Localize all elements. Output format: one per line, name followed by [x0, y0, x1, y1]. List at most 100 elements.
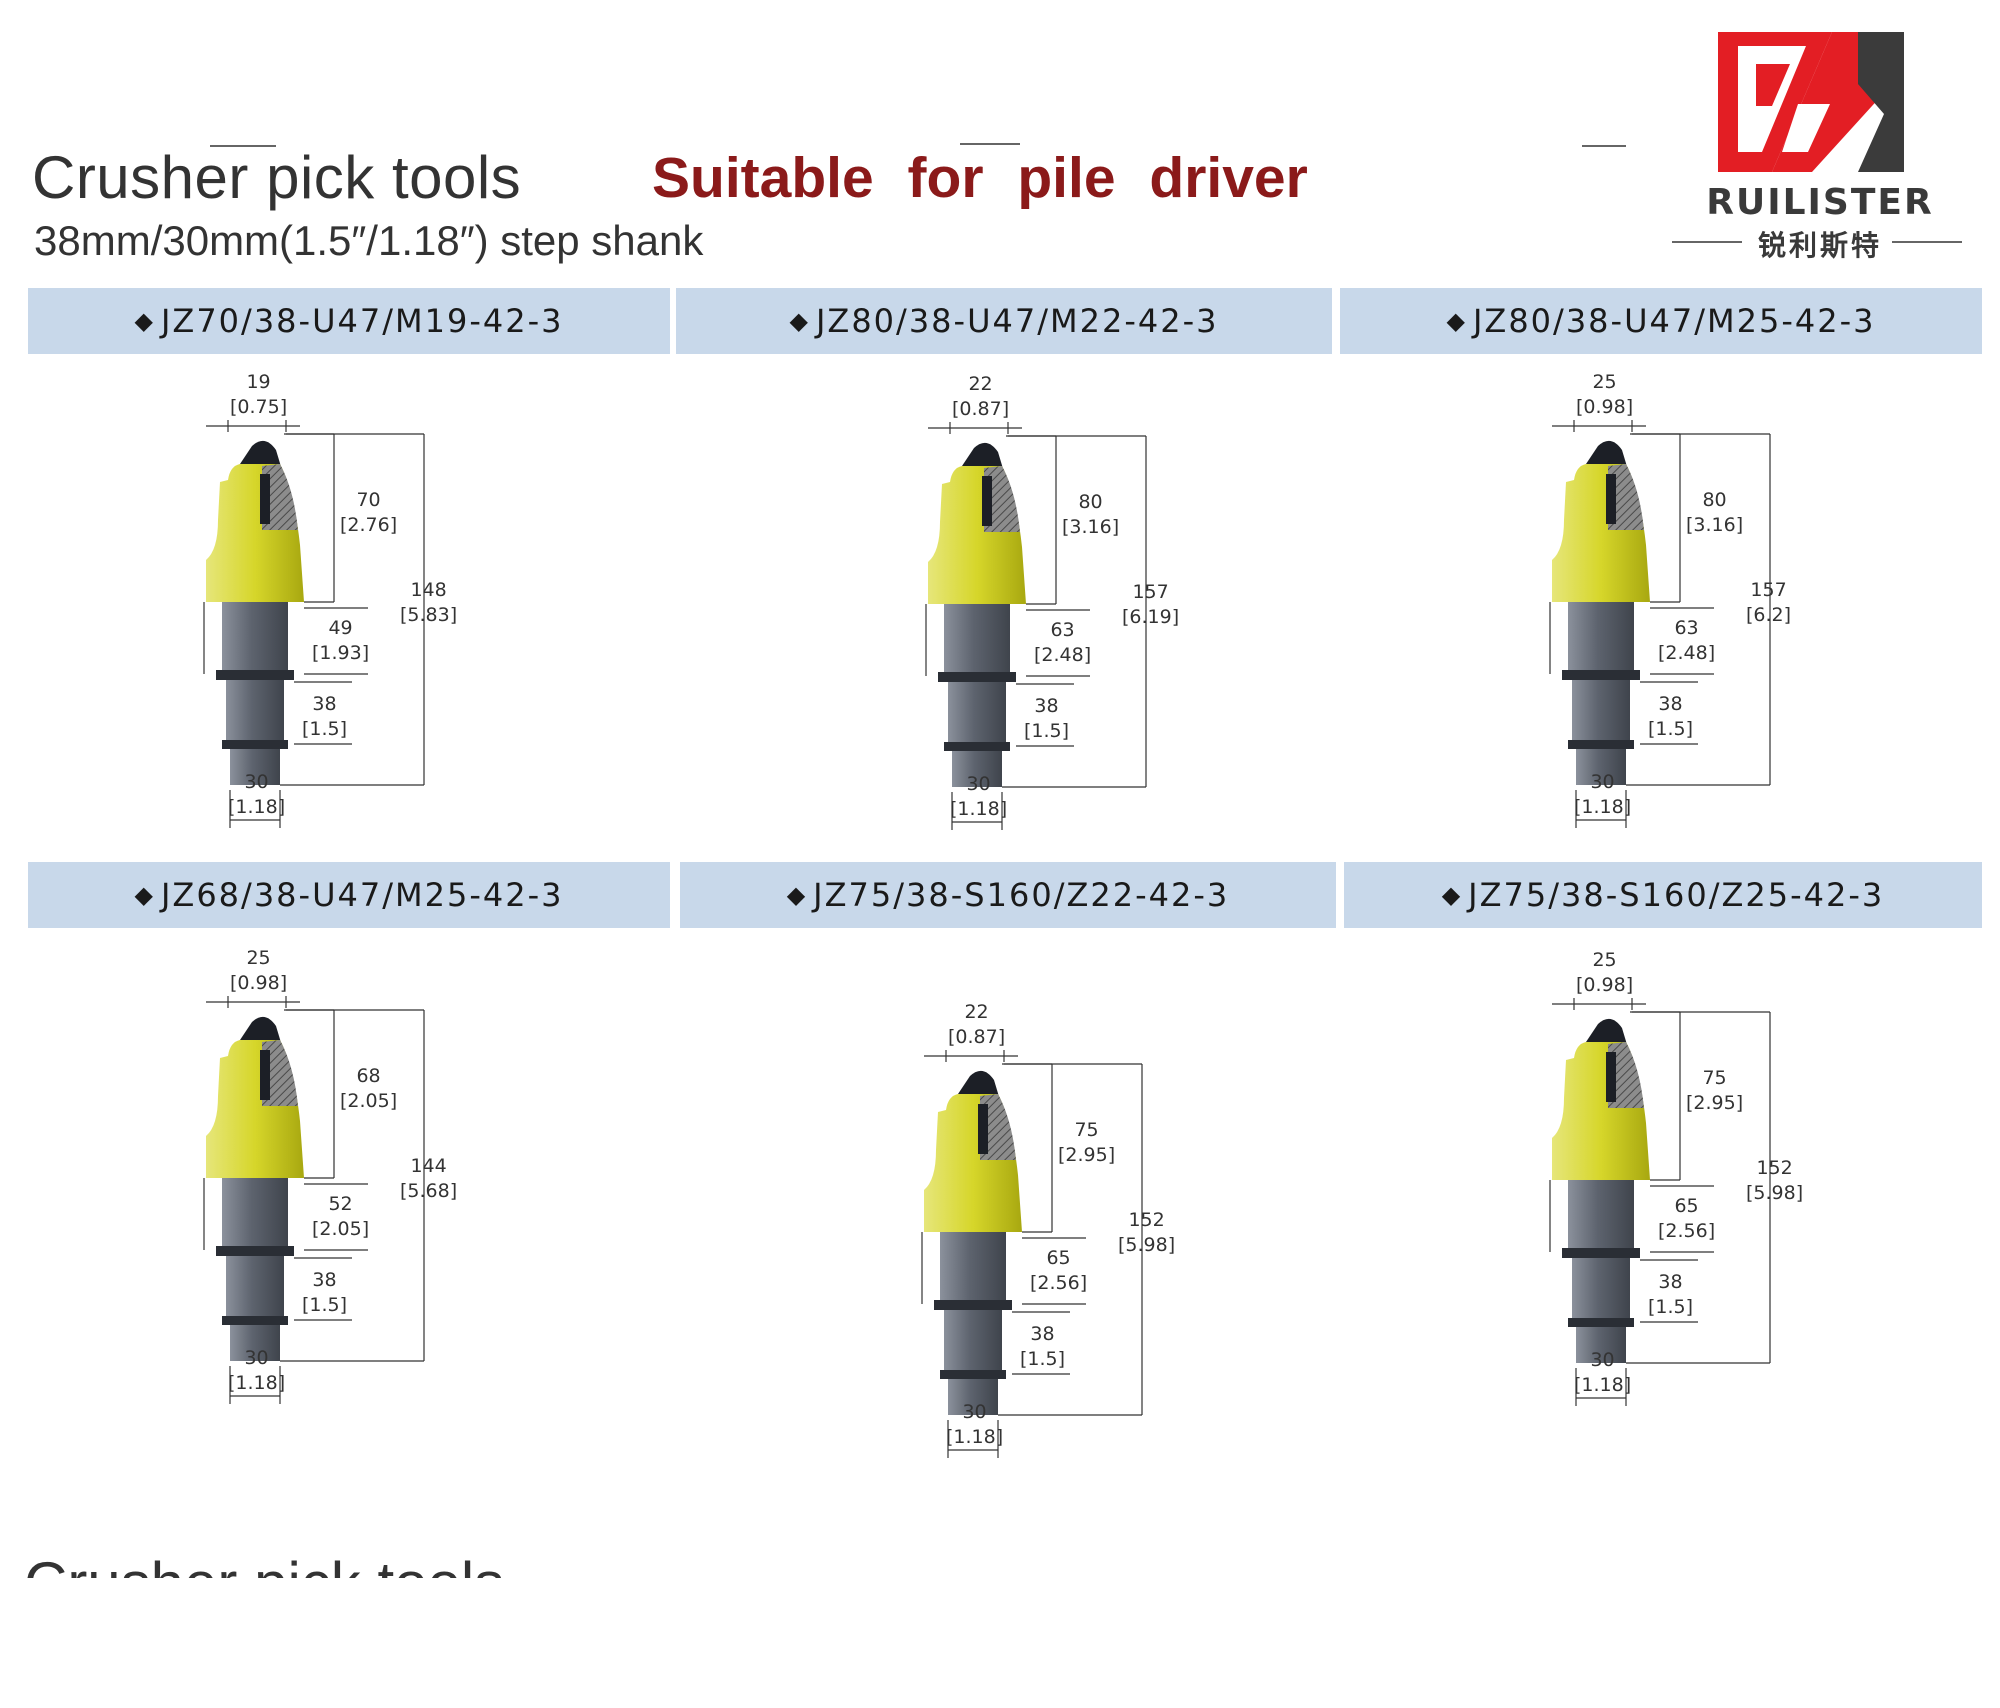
pick-tool-drawing	[921, 1050, 1143, 1458]
ruilister-logo	[1718, 32, 1904, 172]
dim-total-length: 152[5.98]	[1746, 1156, 1803, 1205]
pick-body	[206, 464, 304, 602]
dim-shank-mid-inch: [1.5]	[302, 1293, 348, 1316]
shank-end	[952, 751, 1002, 787]
shank-upper	[222, 602, 288, 674]
carbide-tip	[236, 440, 282, 470]
dim-shank-end: 30[1.18]	[950, 772, 1007, 821]
product-banner-3: ◆ JZ80/38-U47/M25-42-3	[1340, 288, 1982, 354]
product-model: JZ75/38-S160/Z22-42-3	[813, 876, 1230, 914]
shank-collar	[938, 672, 1016, 682]
shank-mid	[1572, 1258, 1630, 1320]
dim-head-length-mm: 75	[1074, 1119, 1099, 1141]
shank-end	[948, 1379, 998, 1415]
dim-tip-width: 22[0.87]	[948, 1000, 1005, 1049]
dim-tip-width-inch: [0.87]	[948, 1025, 1006, 1048]
cutaway-section	[262, 1040, 298, 1106]
dim-tip-width-inch: [0.98]	[1576, 973, 1634, 996]
dim-tip-width-mm: 19	[246, 371, 271, 393]
diamond-icon: ◆	[134, 307, 155, 335]
dim-shank-upper-inch: [2.05]	[312, 1217, 370, 1240]
page-subtitle: 38mm/30mm(1.5″/1.18″) step shank	[34, 217, 704, 264]
dim-head-length-inch: [2.95]	[1686, 1091, 1744, 1114]
diamond-icon: ◆	[134, 881, 155, 909]
product-banner-6: ◆ JZ75/38-S160/Z25-42-3	[1344, 862, 1982, 928]
dim-shank-upper: 65[2.56]	[1030, 1246, 1087, 1295]
diamond-icon: ◆	[789, 307, 810, 335]
dim-shank-end-inch: [1.18]	[228, 1371, 286, 1394]
product-banner-1: ◆ JZ70/38-U47/M19-42-3	[28, 288, 670, 354]
dim-tip-width: 25[0.98]	[1576, 948, 1633, 997]
dim-shank-upper: 63[2.48]	[1034, 618, 1091, 667]
shank-collar	[934, 1300, 1012, 1310]
pick-body	[1552, 1042, 1650, 1180]
shank-collar	[1562, 670, 1640, 680]
dim-total-length-mm: 157	[1132, 581, 1169, 603]
shank-mid	[948, 682, 1006, 744]
dim-shank-mid-inch: [1.5]	[302, 717, 348, 740]
dim-shank-mid: 38[1.5]	[1648, 1270, 1693, 1319]
dim-shank-upper-inch: [2.56]	[1658, 1219, 1716, 1242]
shank-collar	[940, 1370, 1006, 1379]
logo-divider	[1892, 241, 1962, 243]
dim-shank-upper-inch: [2.48]	[1658, 641, 1716, 664]
dim-tip-width-inch: [0.87]	[952, 397, 1010, 420]
dim-shank-end-mm: 30	[962, 1401, 987, 1423]
insert-rod	[1606, 1052, 1616, 1102]
dim-shank-mid: 38[1.5]	[302, 692, 347, 741]
pick-tool-drawing	[1549, 420, 1771, 828]
dim-head-length-inch: [3.16]	[1686, 513, 1744, 536]
shank-collar	[222, 740, 288, 749]
dim-total-length-mm: 148	[410, 579, 447, 601]
pick-body	[206, 1040, 304, 1178]
product-model: JZ68/38-U47/M25-42-3	[160, 876, 564, 914]
dim-shank-upper: 65[2.56]	[1658, 1194, 1715, 1243]
shank-upper	[940, 1232, 1006, 1304]
insert-rod	[1606, 474, 1616, 524]
dim-shank-mid-mm: 38	[312, 1269, 337, 1291]
product-model: JZ70/38-U47/M19-42-3	[160, 302, 564, 340]
product-model: JZ75/38-S160/Z25-42-3	[1468, 876, 1885, 914]
dim-shank-upper: 49[1.93]	[312, 616, 369, 665]
pick-body	[1552, 464, 1650, 602]
shank-end	[230, 749, 280, 785]
insert-rod	[260, 1050, 270, 1100]
cutaway-section	[262, 464, 298, 530]
dim-tip-width-inch: [0.98]	[1576, 395, 1634, 418]
dim-shank-mid: 38[1.5]	[302, 1268, 347, 1317]
dim-head-length-mm: 80	[1078, 491, 1103, 513]
shank-collar	[216, 1246, 294, 1256]
dim-total-length-inch: [5.68]	[400, 1179, 458, 1202]
pick-body	[928, 466, 1026, 604]
dim-shank-upper-inch: [2.56]	[1030, 1271, 1088, 1294]
dim-tip-width: 25[0.98]	[1576, 370, 1633, 419]
page-title: Crusher pick tools	[32, 144, 522, 211]
carbide-tip	[958, 442, 1004, 472]
shank-mid	[944, 1310, 1002, 1372]
dim-shank-upper-mm: 63	[1674, 617, 1699, 639]
shank-end	[230, 1325, 280, 1361]
logo-chinese-name: 锐利斯特	[1757, 229, 1882, 262]
dim-tip-width-mm: 25	[246, 947, 271, 969]
divider-mark	[210, 145, 276, 147]
dim-shank-upper-mm: 63	[1050, 619, 1075, 641]
slogan-text: Suitable for pile driver	[652, 146, 1308, 210]
pick-tool-drawing	[925, 422, 1147, 830]
dim-tip-width-mm: 22	[968, 373, 993, 395]
dim-shank-end-mm: 30	[244, 1347, 269, 1369]
dim-total-length: 144[5.68]	[400, 1154, 457, 1203]
dim-head-length: 70[2.76]	[340, 488, 397, 537]
shank-mid	[226, 1256, 284, 1318]
dim-shank-mid: 38[1.5]	[1020, 1322, 1065, 1371]
insert-rod	[260, 474, 270, 524]
dim-shank-mid-inch: [1.5]	[1020, 1347, 1066, 1370]
pick-body	[924, 1094, 1022, 1232]
dim-total-length: 148[5.83]	[400, 578, 457, 627]
dim-total-length-mm: 144	[410, 1155, 447, 1177]
shank-collar	[216, 670, 294, 680]
dim-head-length: 68[2.05]	[340, 1064, 397, 1113]
cutaway-section	[984, 466, 1020, 532]
dim-shank-end-inch: [1.18]	[946, 1425, 1004, 1448]
dim-shank-end: 30[1.18]	[946, 1400, 1003, 1449]
dim-shank-upper-mm: 49	[328, 617, 353, 639]
